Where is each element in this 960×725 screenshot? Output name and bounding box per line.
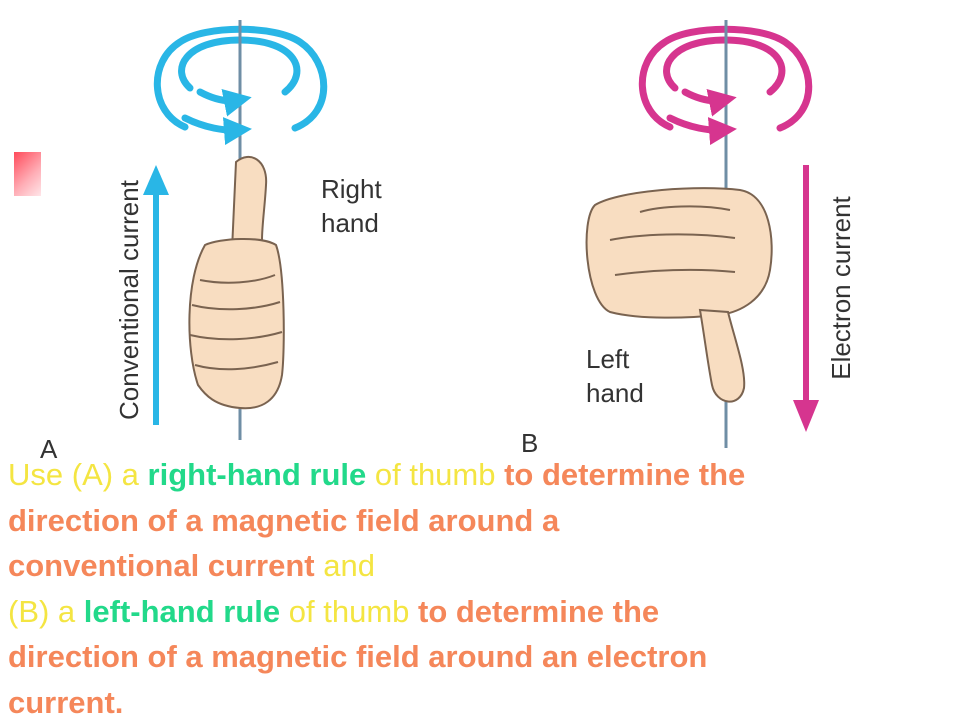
panel-b-hand-label-line1: Left xyxy=(586,344,630,374)
caption-text: of thumb xyxy=(366,457,504,492)
caption-line-2: direction of a magnetic field around a xyxy=(8,498,958,544)
caption-emphasis: left-hand rule xyxy=(84,594,280,629)
caption-text: and xyxy=(315,548,375,583)
caption-emphasis: right-hand rule xyxy=(148,457,367,492)
panel-a-hand-label-line1: Right xyxy=(321,174,382,204)
caption-line-5: direction of a magnetic field around an … xyxy=(8,634,958,680)
panel-a-hand-label-line2: hand xyxy=(321,208,379,238)
panel-b-axis-label: Electron current xyxy=(826,195,856,379)
conventional-current-arrowhead xyxy=(143,165,169,195)
caption-line-1: Use (A) a right-hand rule of thumb to de… xyxy=(8,452,958,498)
panel-b: Electron current Left hand B xyxy=(521,20,856,458)
caption: Use (A) a right-hand rule of thumb to de… xyxy=(8,452,958,725)
panel-a: Conventional current Right hand A xyxy=(40,20,382,464)
right-hand-icon xyxy=(189,157,283,408)
field-arrow-a-inner xyxy=(200,92,238,101)
field-arrow-b-outer xyxy=(670,118,723,130)
caption-text: (B) a xyxy=(8,594,84,629)
caption-text: Use (A) a xyxy=(8,457,148,492)
field-arrow-a-outer xyxy=(185,118,238,130)
caption-line-6: current. xyxy=(8,680,958,725)
hand-rule-diagram: Conventional current Right hand A Electr… xyxy=(0,0,960,470)
caption-emphasis: to determine the xyxy=(418,594,659,629)
electron-current-arrowhead xyxy=(793,400,819,432)
caption-emphasis: conventional current xyxy=(8,548,315,583)
caption-text: of thumb xyxy=(280,594,418,629)
panel-a-axis-label: Conventional current xyxy=(114,179,144,420)
caption-emphasis: to determine the xyxy=(504,457,745,492)
caption-line-4: (B) a left-hand rule of thumb to determi… xyxy=(8,589,958,635)
panel-b-hand-label-line2: hand xyxy=(586,378,644,408)
caption-line-3: conventional current and xyxy=(8,543,958,589)
field-arrow-b-inner xyxy=(685,92,723,101)
